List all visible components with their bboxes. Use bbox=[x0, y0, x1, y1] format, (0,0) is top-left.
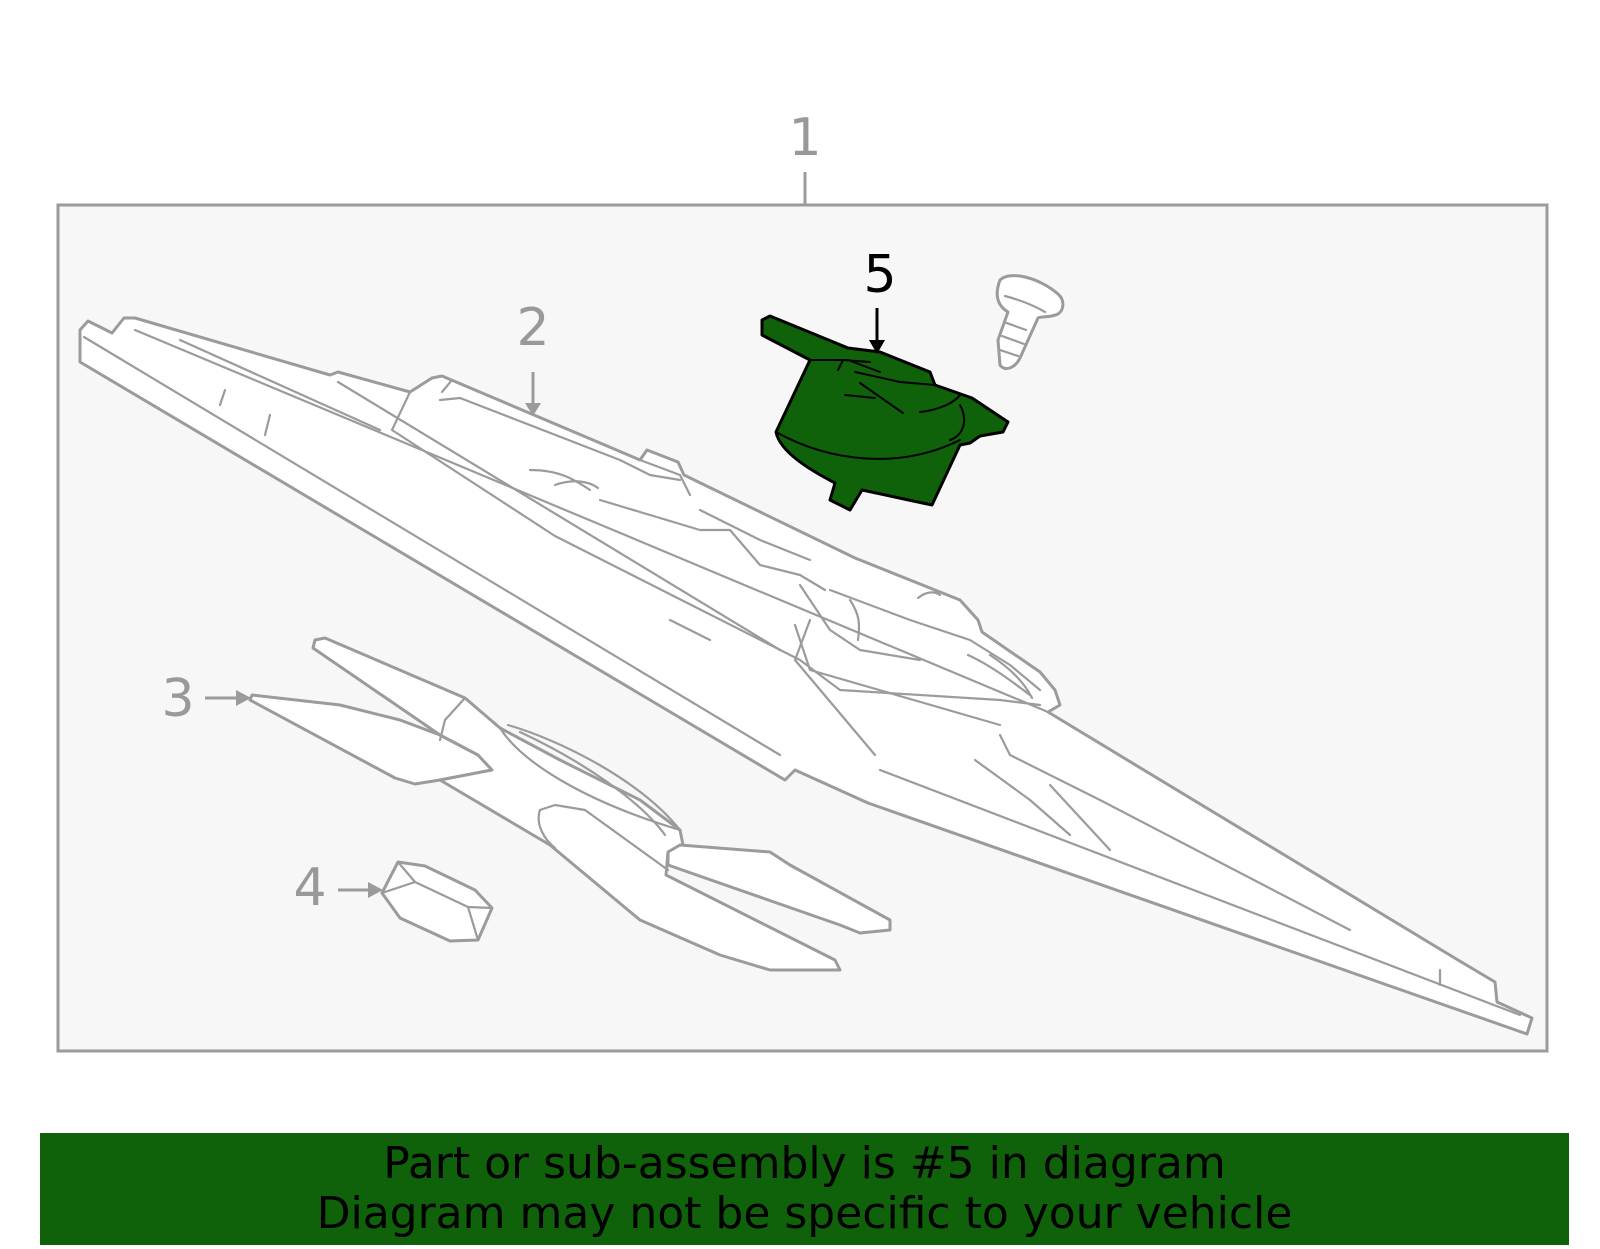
banner-line-1: Part or sub-assembly is #5 in diagram bbox=[383, 1138, 1226, 1189]
callout-2: 2 bbox=[516, 298, 549, 358]
banner-line-2: Diagram may not be specific to your vehi… bbox=[316, 1188, 1293, 1239]
callout-2-arrowhead bbox=[525, 403, 541, 416]
callout-4: 4 bbox=[293, 858, 326, 918]
callout-3-arrowhead bbox=[236, 690, 251, 706]
wiper-arm-part-2 bbox=[78, 316, 1534, 1036]
cover-part-3 bbox=[248, 636, 892, 972]
bolt-part bbox=[995, 274, 1065, 370]
nut-part-4 bbox=[380, 860, 494, 943]
highlighted-part-5 bbox=[760, 314, 1010, 512]
callout-5-arrowhead bbox=[869, 340, 885, 354]
callout-3: 3 bbox=[161, 669, 194, 729]
callout-4-arrowhead bbox=[368, 882, 383, 898]
callout-1: 1 bbox=[788, 108, 821, 168]
info-banner: Part or sub-assembly is #5 in diagram Di… bbox=[40, 1133, 1569, 1245]
callout-5: 5 bbox=[863, 245, 896, 305]
